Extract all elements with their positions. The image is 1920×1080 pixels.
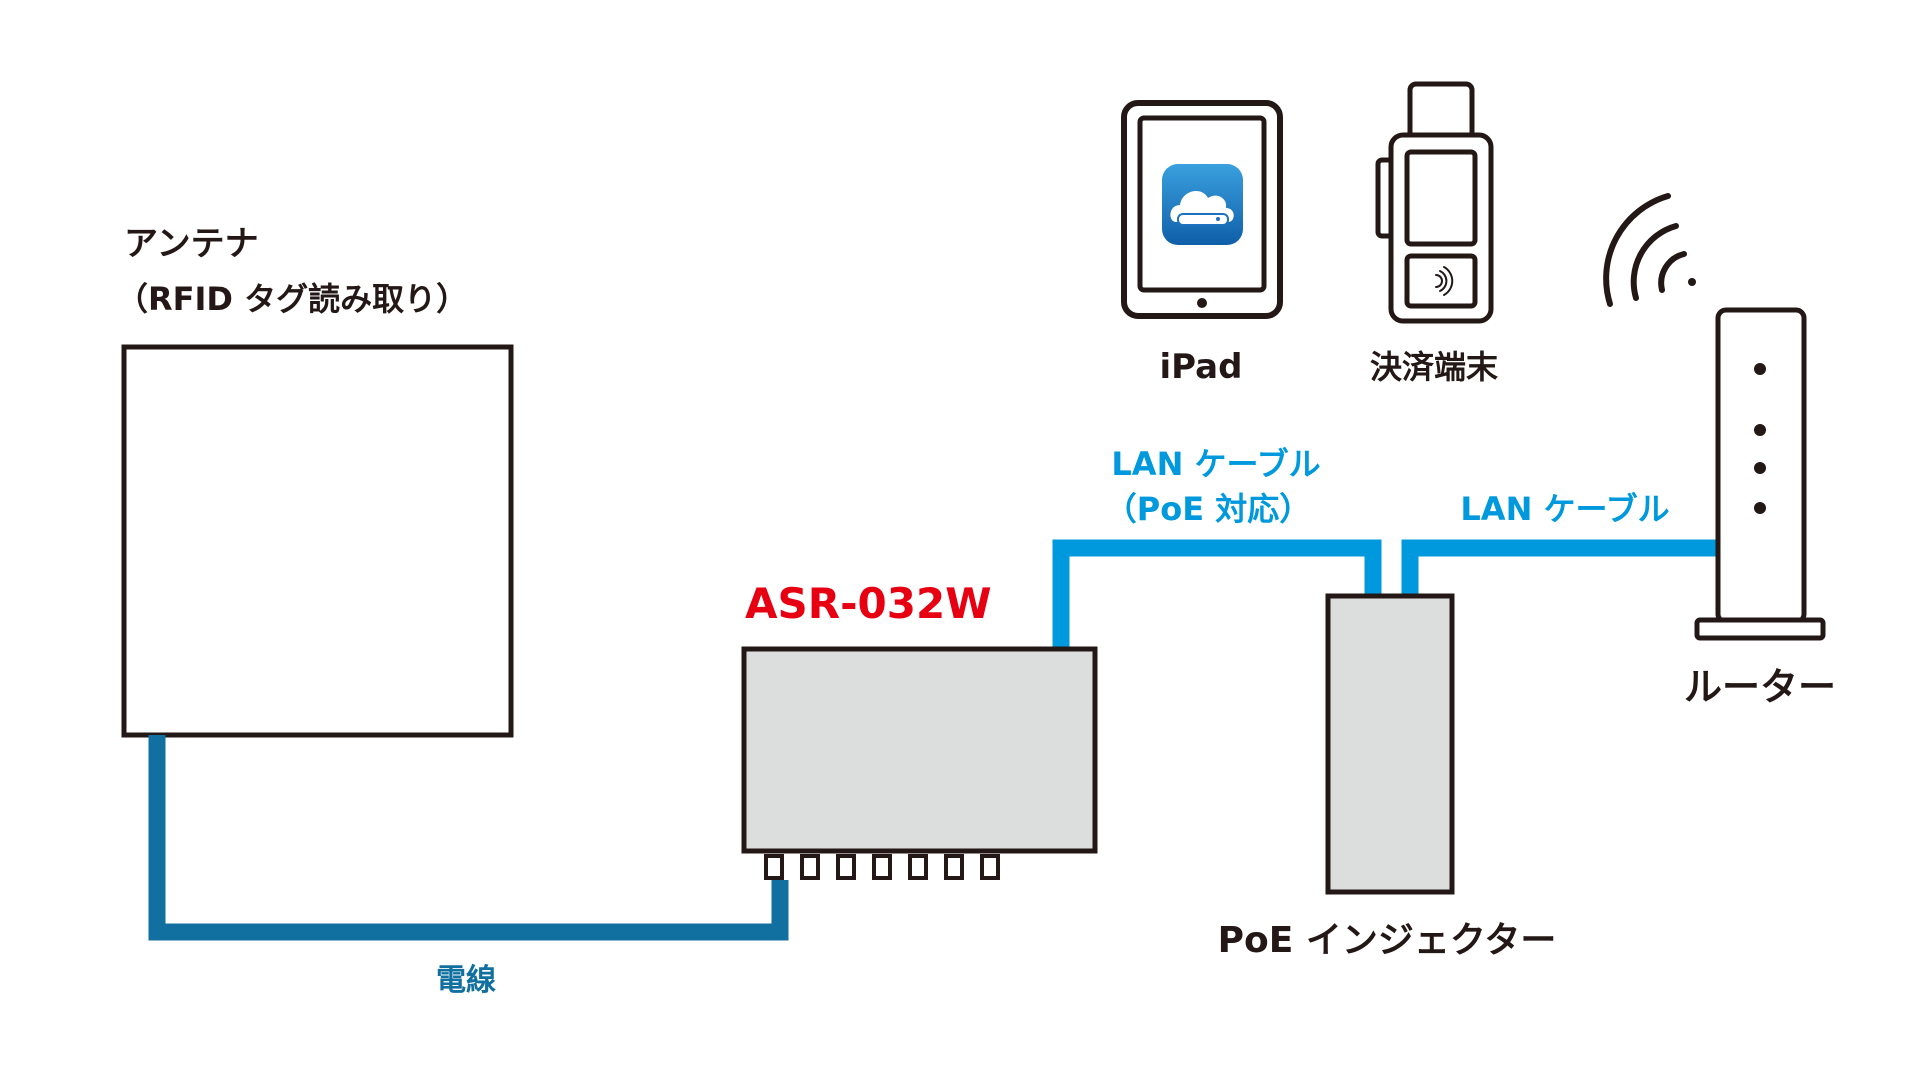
payment-terminal-label: 決済端末 [1370, 348, 1498, 386]
poe-injector-label: PoE インジェクター [1218, 920, 1557, 961]
ipad-label: iPad [1160, 347, 1243, 387]
reader-model-label: ASR-032W [745, 579, 992, 628]
reader-port [836, 854, 856, 880]
router-led-1 [1754, 363, 1766, 375]
antenna [121, 344, 514, 738]
payment-terminal-device [1375, 81, 1494, 324]
reader-ports [764, 854, 1000, 880]
reader-port [980, 854, 1000, 880]
antenna-box [121, 344, 514, 738]
lan-cable-router-label: LAN ケーブル [1460, 490, 1669, 528]
lan-cable-poe-label-2: （PoE 対応） [1105, 490, 1311, 528]
router-led-3 [1754, 462, 1766, 474]
lan-cable-poe-label-1: LAN ケーブル [1111, 445, 1320, 483]
reader-port [800, 854, 820, 880]
poe-injector [1325, 593, 1455, 895]
ipad-device [1121, 100, 1283, 319]
lan-cable-router [1401, 539, 1718, 596]
reader-port [944, 854, 964, 880]
reader-device [741, 646, 1098, 854]
power-cable [148, 735, 789, 941]
antenna-title: アンテナ [124, 224, 259, 264]
router-led-4 [1754, 502, 1766, 514]
reader-port [764, 854, 784, 880]
reader-port [872, 854, 892, 880]
cloud-app-icon [1162, 164, 1243, 245]
router-label: ルーター [1684, 665, 1836, 709]
power-cable-label: 電線 [436, 963, 496, 998]
lan-cable-poe [1052, 539, 1382, 650]
router [1694, 307, 1826, 641]
router-led-2 [1754, 424, 1766, 436]
antenna-subtitle: （RFID タグ読み取り） [116, 280, 468, 318]
contactless-icon [1435, 266, 1454, 296]
wifi-icon [1603, 193, 1696, 307]
reader-port [908, 854, 928, 880]
